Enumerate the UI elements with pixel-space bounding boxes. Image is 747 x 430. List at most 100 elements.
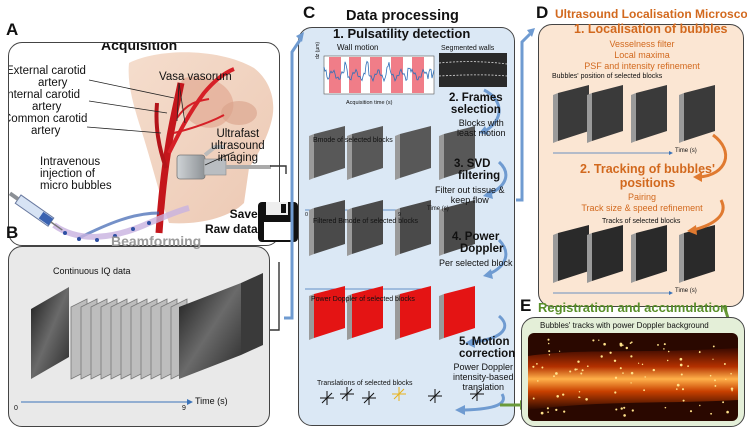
panel-d: 1. Localisation of bubbles Vesselness fi… xyxy=(538,22,744,307)
bubble-dot xyxy=(630,382,632,384)
localisation-block-edge xyxy=(679,93,684,143)
track-block-edge xyxy=(631,233,636,283)
bubble-dot xyxy=(709,374,712,377)
pd-label: Power Doppler of selected blocks xyxy=(311,296,415,303)
bmode-block xyxy=(444,126,475,178)
doppler-block-edge xyxy=(347,294,352,340)
d-bubbles-label: Bubbles' position of selected blocks xyxy=(552,73,663,80)
bubble-dot xyxy=(603,342,606,346)
label-internal-carotid: Internal carotid artery xyxy=(8,89,81,113)
localisation-block xyxy=(558,85,589,141)
bubble-dot xyxy=(536,363,538,365)
track-block-edge xyxy=(679,233,684,283)
bubble-dot xyxy=(580,372,583,375)
panel-b: Beamforming Continuous IQ data 0 9 Time … xyxy=(8,233,270,427)
bubble-dot xyxy=(698,351,701,354)
track-block-edge xyxy=(553,233,558,283)
step3-title: 3. SVD filtering xyxy=(454,158,501,182)
panel-e: Bubbles' tracks with power Doppler backg… xyxy=(521,317,745,427)
bubble-dot xyxy=(598,339,600,341)
b-axis-start: 0 xyxy=(14,405,18,412)
bmode-time-axis: Time (s) xyxy=(427,206,449,212)
bubble-dot xyxy=(614,391,617,394)
bubble-dot xyxy=(689,410,693,413)
bubble-dot xyxy=(547,342,550,345)
bubble-dot xyxy=(630,341,633,344)
panel-b-letter: B xyxy=(6,223,19,242)
iq-data-label: Continuous IQ data xyxy=(53,266,131,276)
bubble-dot xyxy=(731,389,733,392)
bubble-dot xyxy=(644,376,646,378)
bubble-dot xyxy=(725,378,727,380)
bubble-dot xyxy=(555,372,558,375)
filtered-block xyxy=(400,200,431,254)
bubble-dot xyxy=(730,387,734,391)
bubble-dot xyxy=(643,389,646,392)
bubble-dot xyxy=(675,388,678,390)
doppler-block-edge xyxy=(395,294,400,340)
bubble-dot xyxy=(555,408,558,412)
bubble-dot xyxy=(592,339,595,342)
d-step1-title: 1. Localisation of bubbles xyxy=(574,22,728,36)
bubble-dot xyxy=(723,363,726,365)
localisation-block xyxy=(684,85,715,141)
bmode-block-edge xyxy=(309,134,314,180)
panel-d-graphics xyxy=(553,85,727,295)
panel-a: Acquisition External carotid artery Inte… xyxy=(8,42,280,246)
bubble-dot xyxy=(578,396,580,399)
bubble-dot xyxy=(547,411,549,413)
doppler-block xyxy=(400,286,431,338)
bubble-dot xyxy=(679,363,683,367)
bubble-dot xyxy=(563,410,566,413)
doppler-block-edge xyxy=(439,294,444,340)
bubble-dot xyxy=(712,345,715,348)
step1-title: 1. Pulsatility detection xyxy=(333,26,471,41)
bubble-dot xyxy=(730,372,732,375)
d-time-axis-1: Time (s) xyxy=(675,148,697,154)
bubble-dot xyxy=(548,354,551,356)
bubble-dot xyxy=(663,343,666,346)
pulse-bar xyxy=(412,57,424,93)
bubble-dot xyxy=(682,399,685,402)
panel-d-letter: D xyxy=(536,3,549,22)
filtered-block-edge xyxy=(309,208,314,256)
bubble-dot xyxy=(623,406,626,409)
bubble-dot xyxy=(559,350,561,352)
bubble-dot xyxy=(532,397,535,400)
bmode-block-edge xyxy=(395,134,400,180)
bubble-dot xyxy=(620,407,623,410)
localisation-block-edge xyxy=(631,93,636,143)
bubble-dot xyxy=(556,395,559,398)
iq-frame-stack xyxy=(21,273,263,405)
bubble-dot xyxy=(710,412,713,415)
save-raw-data-label: Save Raw data xyxy=(205,207,258,236)
localisation-block-edge xyxy=(587,93,592,143)
bubble-dot xyxy=(540,411,544,415)
bmode-label: Bmode of selected blocks xyxy=(313,137,393,144)
label-external-carotid: External carotid artery xyxy=(8,65,86,89)
localisation-block xyxy=(592,85,623,141)
bubble-dot xyxy=(569,370,572,373)
bmode-t0: 0 xyxy=(305,212,309,218)
bmode-block xyxy=(314,126,345,178)
bubble-dot xyxy=(574,368,577,371)
step2-title: 2. Frames selection xyxy=(449,92,503,116)
bmode-block xyxy=(400,126,431,178)
bubble-dot xyxy=(630,371,634,375)
translation-arrow xyxy=(393,388,405,400)
doppler-block xyxy=(444,286,475,338)
step4-desc: Per selected block xyxy=(439,258,513,268)
bubble-dot xyxy=(625,346,629,350)
bubble-dot xyxy=(714,384,717,387)
bubble-dot xyxy=(641,363,644,366)
bmode-block-edge xyxy=(347,134,352,180)
filtered-block-edge xyxy=(347,208,352,256)
track-block xyxy=(636,225,667,281)
bubble-dot xyxy=(664,406,667,409)
bubble-dot xyxy=(622,372,624,374)
bubble-dot xyxy=(699,404,701,407)
bubble-dot xyxy=(657,343,659,346)
panel-e-title: Registration and accumulation xyxy=(538,300,728,315)
label-ultrafast-imaging: Ultrafast ultrasound imaging xyxy=(211,128,265,164)
track-block xyxy=(558,225,589,281)
